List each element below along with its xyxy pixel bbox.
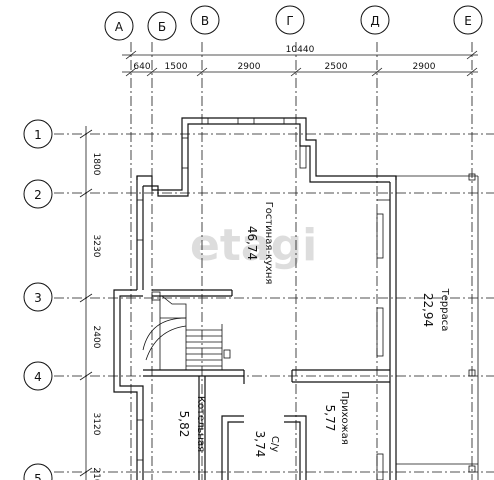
axis-bubble-1 bbox=[23, 119, 53, 149]
axis-bubble-g bbox=[275, 5, 305, 35]
axis-bubble-2 bbox=[23, 179, 53, 209]
room-name-living-kitchen: Гостиная-кухня bbox=[263, 202, 274, 285]
dim-segment-5: 2900 bbox=[413, 62, 436, 72]
dim-overall: 10440 bbox=[286, 45, 315, 55]
axis-bubble-d bbox=[360, 5, 390, 35]
dim-vertical-2: 3230 bbox=[91, 235, 101, 258]
axis-label-g: Г bbox=[286, 14, 293, 28]
axis-bubble-b bbox=[147, 11, 177, 41]
room-labels: Гостиная-кухня 46,74 Терраса 22,94 Прихо… bbox=[177, 202, 450, 458]
dim-vertical-4: 3120 bbox=[91, 413, 101, 436]
axis-bubble-v bbox=[190, 5, 220, 35]
room-area-boiler: 5,82 bbox=[177, 411, 191, 438]
room-area-living-kitchen: 46,74 bbox=[245, 226, 259, 260]
room-name-terrace: Терраса bbox=[439, 288, 450, 332]
axis-label-a: А bbox=[115, 20, 124, 34]
building-walls bbox=[113, 117, 397, 480]
axis-bubble-e bbox=[453, 5, 483, 35]
axis-label-3: 3 bbox=[34, 291, 42, 305]
axis-label-d: Д bbox=[370, 14, 379, 28]
axis-label-1: 1 bbox=[34, 128, 42, 142]
dim-segment-2: 1500 bbox=[165, 62, 188, 72]
axis-bubble-4 bbox=[23, 361, 53, 391]
dim-vertical-5: 210 bbox=[91, 467, 101, 480]
terrace bbox=[396, 173, 479, 480]
axis-label-4: 4 bbox=[34, 370, 42, 384]
room-name-hallway: Прихожая bbox=[339, 391, 350, 445]
dim-segment-4: 2500 bbox=[325, 62, 348, 72]
axis-label-b: Б bbox=[158, 20, 166, 34]
row-axis-bubbles: 1 2 3 4 5 bbox=[23, 119, 53, 480]
axis-bubble-a bbox=[104, 11, 134, 41]
axis-label-2: 2 bbox=[34, 188, 42, 202]
dim-segment-1: 640 bbox=[133, 62, 150, 72]
axis-bubble-5 bbox=[23, 463, 53, 480]
room-area-terrace: 22,94 bbox=[421, 293, 435, 327]
room-area-bathroom: 3,74 bbox=[253, 431, 267, 458]
vertical-dimensions: 1800 3230 2400 3120 210 bbox=[79, 126, 101, 480]
horizontal-dimensions: 10440 640 1500 2900 2500 2900 bbox=[122, 45, 478, 77]
room-area-hallway: 5,77 bbox=[323, 405, 337, 432]
column-axis-bubbles: А Б В Г Д Е bbox=[104, 5, 483, 41]
axis-label-v: В bbox=[201, 14, 209, 28]
axis-bubble-3 bbox=[23, 282, 53, 312]
column-axis-lines bbox=[130, 42, 473, 480]
dim-vertical-3: 2400 bbox=[91, 326, 101, 349]
dim-vertical-1: 1800 bbox=[91, 153, 101, 176]
room-name-boiler: Котельная bbox=[195, 396, 206, 452]
row-axis-lines bbox=[54, 133, 494, 473]
room-name-bathroom: С/у bbox=[269, 436, 280, 452]
dim-segment-3: 2900 bbox=[238, 62, 261, 72]
axis-label-5: 5 bbox=[34, 472, 42, 480]
axis-label-e: Е bbox=[464, 14, 472, 28]
